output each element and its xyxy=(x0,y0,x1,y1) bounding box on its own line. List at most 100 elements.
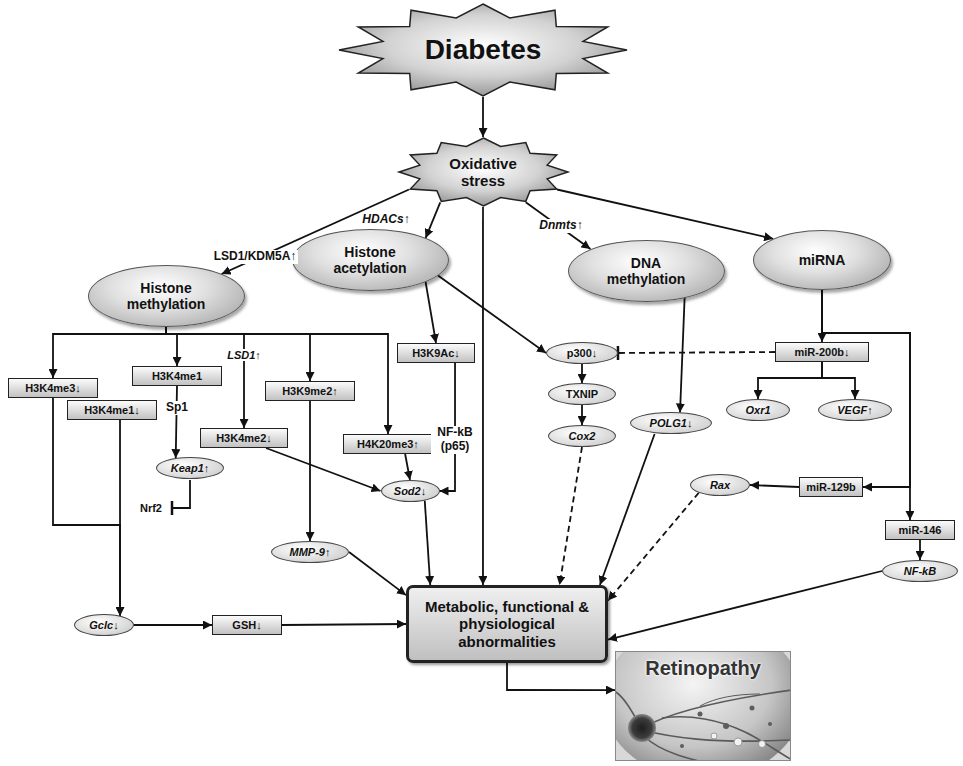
edge-label: LSD1/KDM5A↑ xyxy=(212,250,299,264)
node-text: Metabolic, functional & physiological ab… xyxy=(413,598,601,650)
exudates xyxy=(711,733,766,748)
lesion xyxy=(723,723,729,729)
arrow-connector xyxy=(309,401,311,541)
mark-box: H3K4me3↓ xyxy=(8,378,98,398)
arrow-connector xyxy=(438,276,546,354)
arrow-connector xyxy=(282,624,406,625)
edge-label: HDACs↑ xyxy=(360,213,411,227)
retinal-vessels xyxy=(616,690,791,761)
arrow-connector xyxy=(822,362,855,399)
gene-ellipse: VEGF↑ xyxy=(818,399,892,421)
exudate xyxy=(759,741,766,748)
node-text: Cox2 xyxy=(569,430,596,443)
gene-ellipse: p300↓ xyxy=(546,342,618,364)
arrow-connector xyxy=(426,202,441,238)
optic-disc xyxy=(628,714,656,742)
node-text: DNA methylation xyxy=(596,255,696,287)
node-text: Keap1↑ xyxy=(171,462,210,475)
arrow-connector xyxy=(919,540,921,560)
vessel xyxy=(644,736,722,761)
gene-ellipse: POLG1↓ xyxy=(630,412,712,434)
category-ellipse: Histone acetylation xyxy=(292,229,449,291)
category-ellipse: miRNA xyxy=(753,230,891,290)
starburst-outline xyxy=(399,138,568,206)
edge-label: Sp1 xyxy=(164,401,190,415)
mark-box: GSH↓ xyxy=(212,615,282,635)
gene-ellipse: Oxr1 xyxy=(726,399,790,421)
exudate xyxy=(711,733,717,739)
arrow-connector xyxy=(581,405,583,425)
mark-box: H3K9me2↑ xyxy=(265,381,355,401)
gene-ellipse: Rax xyxy=(690,474,750,496)
lesion xyxy=(698,712,703,717)
node-text: H4K20me3↑ xyxy=(357,438,419,451)
lesion xyxy=(768,722,772,726)
gene-ellipse: TXNIP xyxy=(548,383,616,405)
node-text: Gclc↓ xyxy=(89,619,118,632)
mark-box: H3K4me2↓ xyxy=(200,428,288,448)
vessel xyxy=(662,717,791,760)
arrow-connector xyxy=(426,282,436,343)
mark-box: H3K4me1↓ xyxy=(67,400,157,420)
lesion xyxy=(680,744,684,748)
mirna-box: miR-200b↓ xyxy=(775,342,869,362)
category-ellipse: DNA methylation xyxy=(568,240,725,302)
arrow-connector xyxy=(482,97,484,137)
arrow-connector xyxy=(680,298,685,413)
node-text: miR-200b↓ xyxy=(794,346,849,359)
node-text: Oxidative stress xyxy=(438,155,528,190)
lesion xyxy=(750,706,755,711)
node-text: MMP-9↑ xyxy=(290,546,331,559)
arrow-connector xyxy=(822,290,910,487)
node-text: H3K4me3↓ xyxy=(25,382,81,395)
node-text: GSH↓ xyxy=(232,619,261,632)
inhibition-bar xyxy=(171,501,174,515)
node-text: Sod2↓ xyxy=(394,485,426,498)
fundus-image xyxy=(615,651,791,761)
mark-box: H3K4me1 xyxy=(132,366,222,386)
node-text: p300↓ xyxy=(567,347,598,360)
arrow-connector xyxy=(266,448,381,491)
starburst-node: Diabetes xyxy=(338,3,628,97)
vessel xyxy=(642,730,791,741)
arrow-connector xyxy=(405,454,410,480)
node-text: Histone acetylation xyxy=(320,244,420,276)
arrow-connector xyxy=(134,624,212,626)
node-text: NF-kB xyxy=(904,565,936,578)
edge-label: LSD1↑ xyxy=(225,349,263,362)
outcome-box: Metabolic, functional & physiological ab… xyxy=(406,585,608,663)
node-text: Oxr1 xyxy=(745,404,770,417)
starburst-outline xyxy=(339,4,627,96)
retinopathy-image: Retinopathy xyxy=(615,651,791,761)
arrow-connector xyxy=(507,663,615,690)
arrow-connector xyxy=(166,327,177,366)
inhibition-line xyxy=(173,480,190,508)
edge-label: Dnmts↑ xyxy=(537,219,584,233)
arrow-connector xyxy=(53,398,120,616)
gene-ellipse: NF-kB xyxy=(882,560,958,582)
node-text: VEGF↑ xyxy=(837,404,872,417)
arrow-connector xyxy=(425,501,430,585)
arrow-connector xyxy=(526,202,591,249)
gene-ellipse: Cox2 xyxy=(548,425,616,447)
arrow-connector xyxy=(581,364,583,383)
gene-ellipse: Sod2↓ xyxy=(381,480,440,502)
gene-ellipse: Keap1↑ xyxy=(156,457,224,479)
node-text: POLG1↓ xyxy=(650,417,693,430)
node-text: H3K9Ac↓ xyxy=(412,347,460,360)
mirna-box: miR-146 xyxy=(885,520,955,540)
arrow-connector xyxy=(750,485,799,487)
edge-label: NF-kB (p65) xyxy=(431,426,479,454)
gene-ellipse: Gclc↓ xyxy=(74,614,134,636)
category-ellipse: Histone methylation xyxy=(88,265,245,327)
arrow-connector xyxy=(557,190,773,239)
node-text: miR-129b xyxy=(806,481,856,494)
node-text: miR-146 xyxy=(899,524,942,537)
vessel xyxy=(700,694,760,706)
node-text: miRNA xyxy=(799,252,846,268)
arrow-connector xyxy=(349,552,406,595)
dashed-connector xyxy=(608,493,699,601)
node-text: TXNIP xyxy=(566,388,598,401)
lesion-spots xyxy=(680,706,772,749)
